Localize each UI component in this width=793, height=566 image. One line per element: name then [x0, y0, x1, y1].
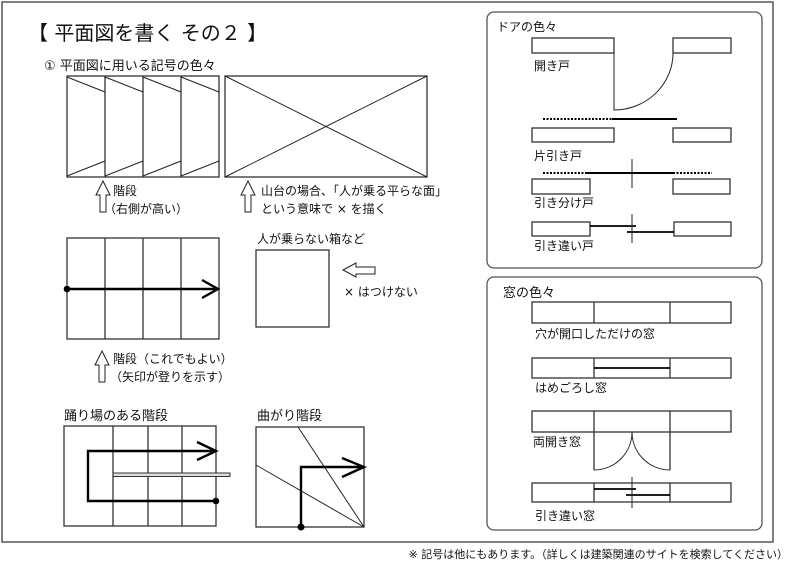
stairs-symbol-diagonal [66, 75, 220, 178]
stairs-note-1: 階段 [113, 183, 137, 198]
stairs-symbol-arrow [63, 237, 221, 340]
landing-stairs-symbol [63, 425, 231, 527]
windows-heading: 窓の色々 [503, 285, 555, 301]
open-window-symbol [531, 301, 732, 324]
footer-note: ※ 記号は他にもあります。（詳しくは建築関連のサイトを検索してください） [409, 547, 788, 561]
platform-symbol-x [224, 75, 428, 178]
box-label: 人が乗らない箱など [257, 231, 365, 246]
fixed-window-symbol [531, 357, 732, 379]
up-arrow-icon [95, 179, 111, 213]
bi-parting-door-symbol [531, 159, 731, 195]
windows-panel: 窓の色々 穴が開口しただけの窓 はめごろし窓 両開き窓 [486, 276, 763, 531]
window-label-opening: 穴が開口しただけの窓 [535, 326, 655, 341]
door-label-double-sliding: 引き違い戸 [534, 239, 594, 253]
outer-frame [1, 1, 774, 543]
window-label-fixed: はめごろし窓 [535, 380, 607, 395]
up-arrow-icon [94, 349, 110, 383]
casement-window-symbol [531, 410, 732, 471]
box-symbol [255, 249, 330, 328]
sliding-window-symbol [531, 477, 732, 508]
doors-panel: ドアの色々 開き戸 片引き戸 引き分け戸 [486, 11, 763, 269]
door-label-single-sliding: 片引き戸 [534, 149, 582, 163]
curved-stairs-label: 曲がり階段 [257, 409, 322, 424]
door-label-bi-parting: 引き分け戸 [534, 196, 594, 210]
up-arrow-icon [240, 179, 256, 213]
double-sliding-door-symbol [531, 214, 732, 243]
stairs-note-2: （右側が高い） [104, 201, 188, 216]
left-arrow-icon [341, 262, 376, 278]
window-label-sliding: 引き違い窓 [535, 508, 595, 523]
page-title: 【 平面図を書く その２ 】 [28, 21, 267, 45]
box-note: × はつけない [344, 285, 418, 299]
single-sliding-door-symbol [531, 118, 732, 143]
swing-door-symbol [531, 37, 732, 111]
stairs-alt-note-1: 階段（これでもよい） [113, 351, 233, 366]
landing-stairs-label: 踊り場のある階段 [64, 409, 168, 424]
stairs-alt-note-2: （矢印が登りを示す） [110, 369, 230, 384]
platform-note-1: 山台の場合、「人が乗る平らな面」 [261, 183, 447, 198]
section-subtitle: ① 平面図に用いる記号の色々 [44, 58, 216, 74]
door-label-swing: 開き戸 [534, 59, 570, 73]
platform-note-2: という意味で × を描く [261, 201, 387, 216]
curved-stairs-symbol [255, 426, 368, 531]
window-label-casement: 両開き窓 [533, 434, 581, 449]
doors-heading: ドアの色々 [497, 20, 557, 34]
